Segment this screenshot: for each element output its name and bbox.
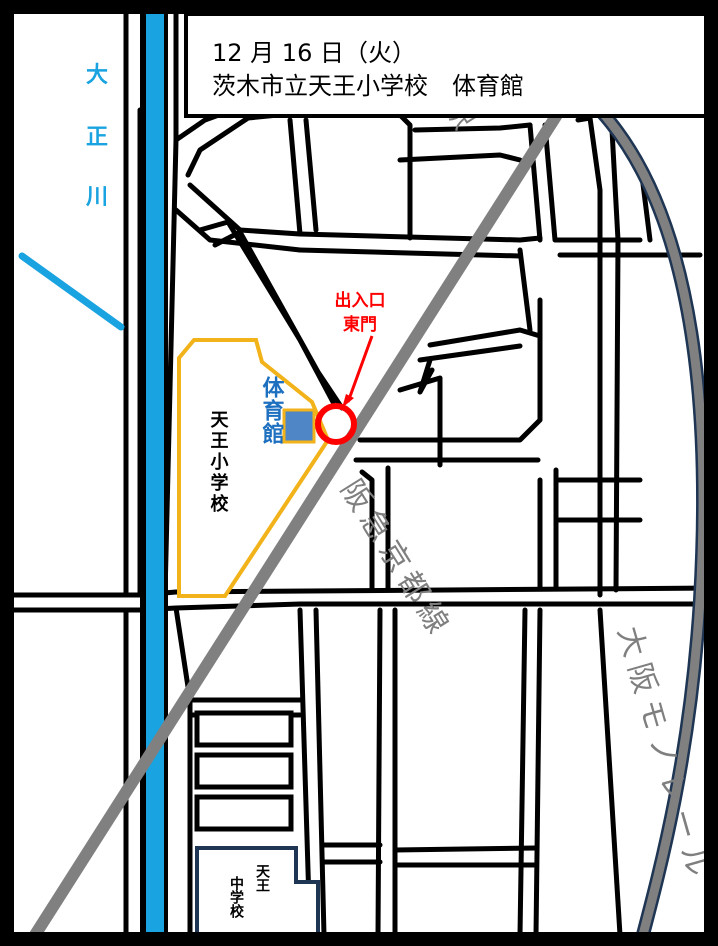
road-network	[11, 9, 718, 938]
monorail-line	[594, 105, 711, 946]
river	[18, 0, 168, 946]
school-label: 天王小学校	[208, 410, 229, 515]
entrance-label: 出入口	[335, 290, 386, 311]
junior-high-label: 天王	[254, 864, 270, 892]
east-gate-label: 東門	[343, 314, 377, 335]
river-label-char: 正	[86, 125, 108, 150]
building-blocks	[194, 710, 294, 832]
title-box	[184, 12, 718, 118]
hankyu-rail-line	[22, 106, 566, 946]
venue-name: 茨木市立天王小学校 体育館	[212, 72, 524, 100]
river-label-char: 川	[85, 185, 108, 210]
junior-high-block	[195, 846, 320, 944]
gym-label: 体育館	[259, 376, 285, 445]
river-label-char: 大	[86, 63, 108, 88]
event-date: 12 月 16 日（火）	[212, 39, 416, 67]
junior-high-label: 中学校	[228, 875, 244, 919]
school-grounds	[177, 338, 331, 598]
gym-building	[282, 408, 316, 444]
entrance-marker	[315, 335, 374, 445]
